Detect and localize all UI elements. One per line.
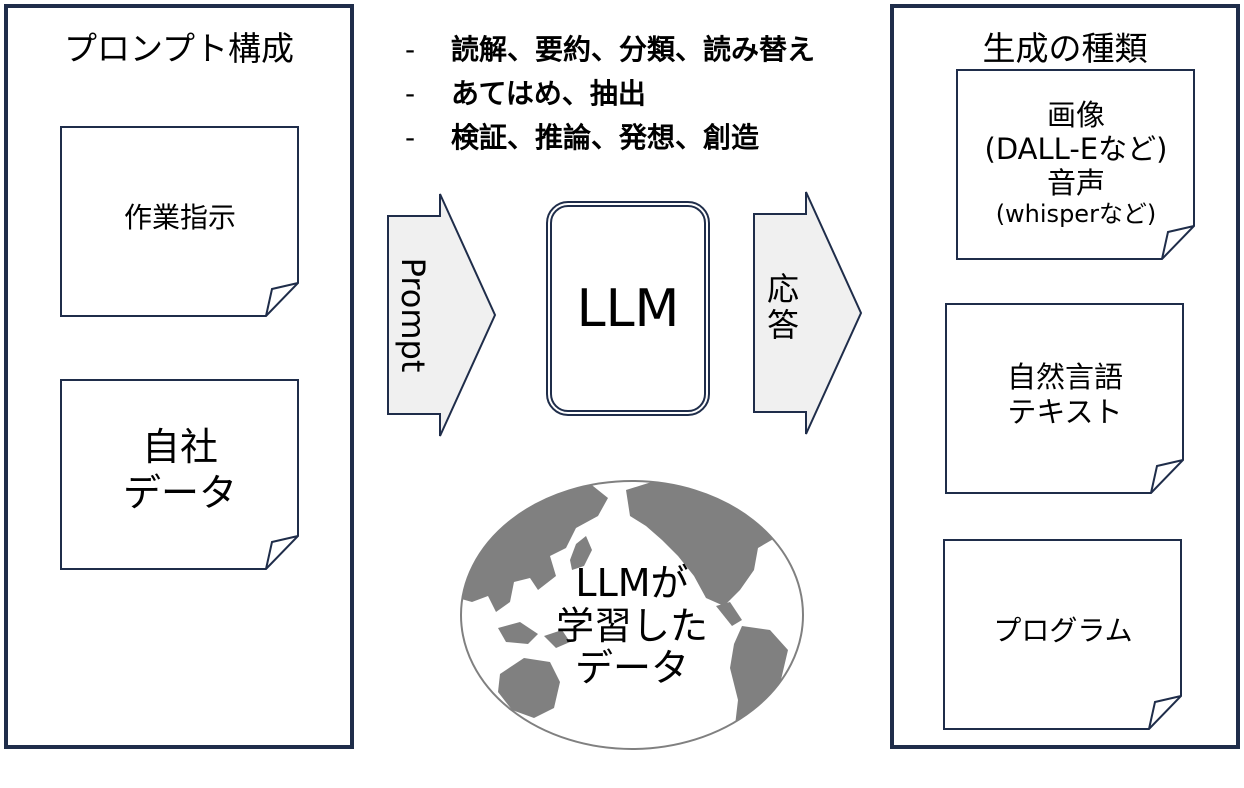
prompt-arrow-label: Prompt — [394, 257, 432, 373]
note-shape — [956, 69, 1195, 260]
note-line: 作業指示 — [123, 201, 236, 235]
prompt-arrow: Prompt — [386, 192, 498, 438]
note-program: プログラム — [943, 539, 1183, 731]
task-item-label: 読解、要約、分類、読み替え — [451, 33, 816, 66]
note-line: 画像 — [1046, 97, 1105, 132]
task-item: -検証、推論、発想、創造 — [405, 121, 760, 154]
llm-label: LLM — [576, 278, 680, 339]
task-list: -読解、要約、分類、読み替え -あてはめ、抽出 -検証、推論、発想、創造 — [405, 28, 815, 160]
note-line: 自然言語 — [1006, 360, 1123, 395]
response-arrow-label: 応答 — [762, 272, 800, 344]
training-data-text: LLMが 学習した データ — [458, 562, 806, 690]
globe-line: データ — [574, 646, 689, 691]
note-work-instruction: 作業指示 — [60, 126, 300, 318]
note-shape — [945, 303, 1184, 494]
note-line: 音声 — [1046, 165, 1105, 200]
note-company-data-text: 自社 データ — [60, 379, 300, 571]
note-line: (whisperなど) — [995, 200, 1157, 229]
note-line: データ — [122, 471, 237, 515]
note-line: 自社 — [141, 425, 218, 470]
output-panel-title: 生成の種類 — [982, 29, 1148, 68]
task-item-label: 検証、推論、発想、創造 — [451, 121, 760, 154]
globe-line: LLMが — [575, 561, 689, 605]
note-program-text: プログラム — [943, 539, 1183, 731]
note-shape — [60, 379, 299, 570]
task-item-label: あてはめ、抽出 — [451, 77, 646, 110]
note-natural-language-text: 自然言語 テキスト — [945, 303, 1185, 495]
globe-line: 学習した — [555, 603, 708, 648]
prompt-composition-panel: プロンプト構成 — [4, 4, 354, 749]
response-arrow-shape — [753, 191, 863, 435]
note-image-audio: 画像 (DALL-Eなど) 音声 (whisperなど) — [956, 69, 1196, 261]
prompt-arrow-shape — [387, 193, 497, 437]
prompt-panel-title: プロンプト構成 — [63, 29, 294, 68]
note-shape — [943, 539, 1182, 730]
globe-icon — [460, 480, 804, 750]
response-arrow: 応答 — [752, 190, 864, 436]
note-line: (DALL-Eなど) — [984, 131, 1168, 166]
note-line: プログラム — [993, 614, 1133, 648]
note-line: テキスト — [1007, 395, 1123, 429]
note-company-data: 自社 データ — [60, 379, 300, 571]
training-data-globe: LLMが 学習した データ — [458, 478, 806, 752]
note-image-audio-text: 画像 (DALL-Eなど) 音声 (whisperなど) — [956, 69, 1196, 261]
note-work-instruction-text: 作業指示 — [60, 126, 300, 318]
note-shape — [60, 126, 299, 317]
task-item: -読解、要約、分類、読み替え — [405, 33, 816, 66]
llm-box: LLM — [546, 201, 710, 416]
task-item: -あてはめ、抽出 — [405, 77, 646, 110]
note-natural-language: 自然言語 テキスト — [945, 303, 1185, 495]
